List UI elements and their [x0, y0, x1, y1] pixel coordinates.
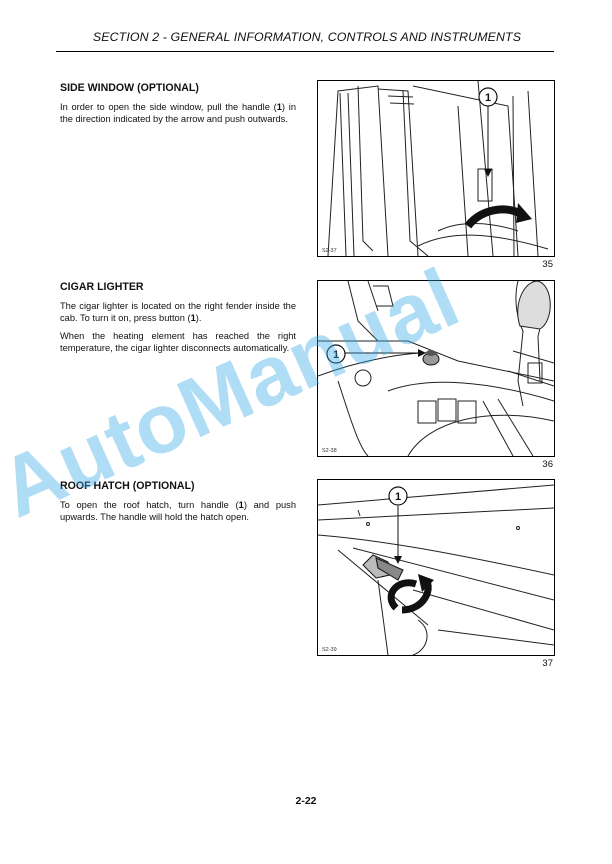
- figure-side-window: 1 S2-37: [317, 80, 555, 257]
- section-heading-roof-hatch: ROOF HATCH (OPTIONAL): [60, 480, 195, 492]
- figure-callout: 1: [485, 92, 491, 104]
- figure-cigar-lighter: 1 S2-38: [317, 280, 555, 457]
- figure-ref: S2-37: [322, 248, 337, 254]
- figure-callout: 1: [333, 349, 339, 361]
- section-heading-side-window: SIDE WINDOW (OPTIONAL): [60, 82, 199, 94]
- section-body-cigar-lighter: The cigar lighter is located on the righ…: [60, 300, 296, 360]
- figure-ref: S2-39: [322, 647, 337, 653]
- roof-hatch-illustration: 1 S2-39: [318, 484, 554, 655]
- figure-roof-hatch: 1 S2-39: [317, 479, 555, 656]
- figure-number: 35: [542, 259, 553, 270]
- paragraph: In order to open the side window, pull t…: [60, 102, 296, 124]
- section-heading-cigar-lighter: CIGAR LIGHTER: [60, 281, 144, 293]
- section-body-roof-hatch: To open the roof hatch, turn handle (1) …: [60, 499, 296, 529]
- cigar-lighter-illustration: 1 S2-38: [318, 281, 554, 456]
- paragraph: To open the roof hatch, turn handle (1) …: [60, 500, 296, 522]
- section-body-side-window: In order to open the side window, pull t…: [60, 101, 296, 131]
- page-header: SECTION 2 - GENERAL INFORMATION, CONTROL…: [92, 30, 522, 44]
- figure-ref: S2-38: [322, 448, 337, 454]
- figure-callout: 1: [395, 491, 401, 503]
- side-window-illustration: 1 S2-37: [322, 81, 549, 256]
- paragraph: The cigar lighter is located on the righ…: [60, 301, 296, 323]
- paragraph: When the heating element has reached the…: [60, 331, 296, 353]
- page-number: 2-22: [295, 795, 317, 807]
- header-rule: [56, 51, 554, 52]
- figure-number: 36: [542, 459, 553, 470]
- figure-number: 37: [542, 658, 553, 669]
